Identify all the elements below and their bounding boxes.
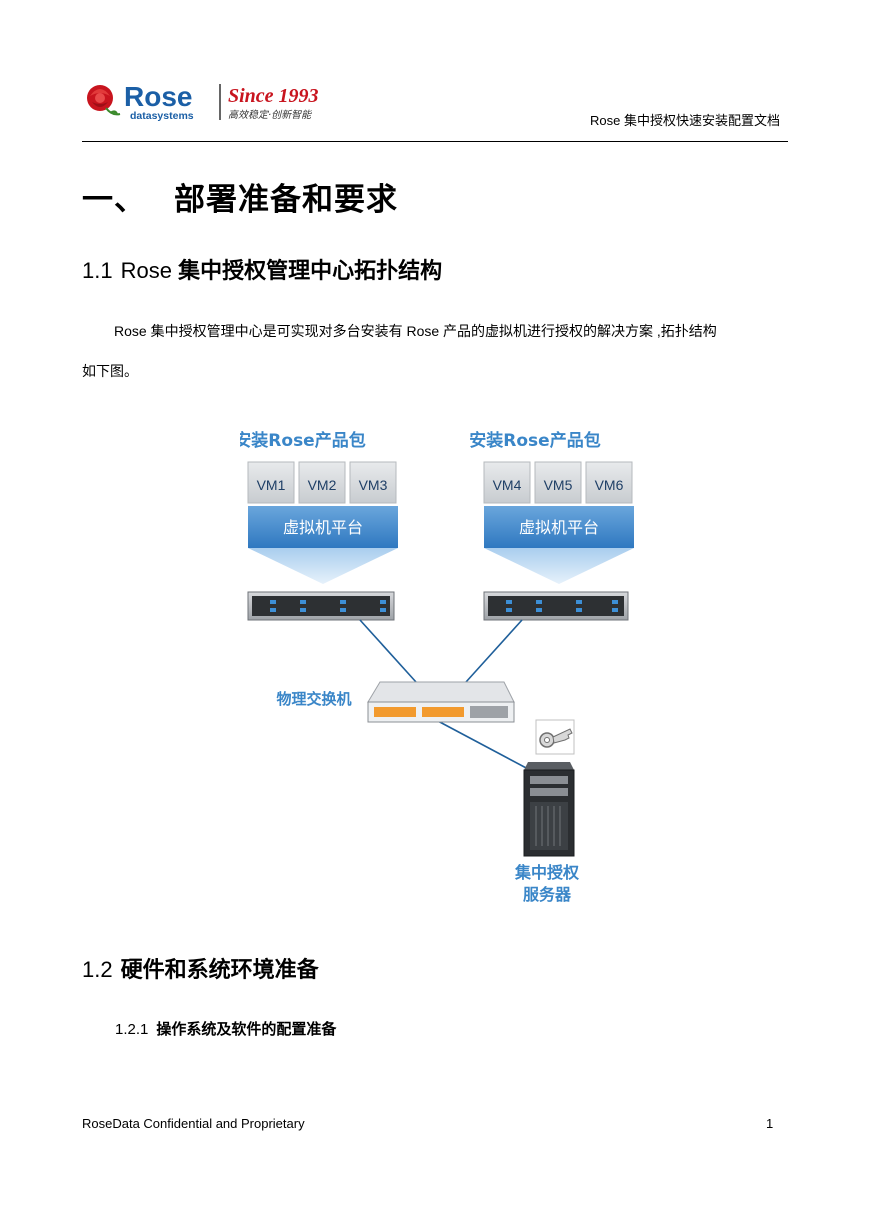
link-left-switch (359, 619, 417, 683)
vm2-box (298, 461, 346, 504)
license-key-icon (535, 719, 575, 755)
vm4-label: VM4 (493, 477, 522, 493)
right-vm-row: VM4 VM5 VM6 (483, 461, 633, 504)
left-platform-box (248, 506, 398, 548)
link-right-switch (465, 619, 523, 683)
section-1-2-1-number: 1.2.1 (115, 1021, 149, 1038)
topology-svg: 安装Rose产品包 VM1 VM2 VM3 虚拟机平台 安装Rose产品包 (234, 430, 634, 904)
vm3-box (349, 461, 397, 504)
left-vm-row: VM1 VM2 VM3 (247, 461, 397, 504)
since-text: Since 1993 (228, 85, 319, 107)
topology-diagram: 安装Rose产品包 VM1 VM2 VM3 虚拟机平台 安装Rose产品包 (234, 420, 660, 920)
right-platform-box (484, 506, 634, 548)
right-funnel (484, 548, 634, 584)
physical-switch (367, 681, 515, 723)
section-1-2-1-title: 操作系统及软件的配置准备 (156, 1021, 337, 1038)
rose-flower-icon (87, 85, 121, 116)
paragraph-line-2: 如下图。 (82, 363, 138, 379)
section-1-1-title-prefix: Rose (120, 258, 172, 283)
left-platform-label: 虚拟机平台 (283, 518, 363, 537)
section-1-number: 一、 (82, 182, 146, 217)
vm5-label: VM5 (544, 477, 573, 493)
left-rack-server (247, 591, 395, 621)
section-1-1-title: 集中授权管理中心拓扑结构 (178, 258, 443, 283)
section-1-2-heading: 1.2 硬件和系统环境准备 (82, 952, 319, 984)
section-1-2-number: 1.2 (82, 957, 113, 982)
right-platform-label: 虚拟机平台 (519, 518, 599, 537)
license-server (523, 762, 575, 857)
right-rack-server (483, 591, 629, 621)
header-rule (82, 141, 788, 142)
page-number: 1 (766, 1116, 774, 1131)
section-1-2-1-heading: 1.2.1 操作系统及软件的配置准备 (115, 1018, 336, 1039)
section-1-1-paragraph: Rose 集中授权管理中心是可实现对多台安装有 Rose 产品的虚拟机进行授权的… (82, 316, 788, 386)
server-label-line1: 集中授权 (514, 863, 580, 882)
vm6-label: VM6 (595, 477, 624, 493)
company-logo: Rose datasystems Since 1993 高效稳定·创新智能 (80, 78, 340, 124)
vm1-box (247, 461, 295, 504)
section-1-2-title: 硬件和系统环境准备 (120, 957, 319, 982)
vm6-box (585, 461, 633, 504)
vm5-box (534, 461, 582, 504)
section-1-1-number: 1.1 (82, 258, 113, 283)
vm4-box (483, 461, 531, 504)
brand-sub: datasystems (130, 110, 194, 122)
server-label-line2: 服务器 (523, 885, 572, 904)
slogan-text: 高效稳定·创新智能 (228, 109, 312, 121)
left-funnel (248, 548, 398, 584)
section-1-heading: 一、部署准备和要求 (82, 174, 398, 219)
section-1-1-heading: 1.1 Rose 集中授权管理中心拓扑结构 (82, 253, 442, 285)
link-switch-server (435, 719, 531, 771)
switch-label: 物理交换机 (276, 690, 351, 708)
section-1-title: 部署准备和要求 (174, 182, 398, 217)
vm3-label: VM3 (359, 477, 388, 493)
right-group-label: 安装Rose产品包 (469, 430, 600, 451)
left-group-label: 安装Rose产品包 (240, 430, 366, 451)
doc-title-header: Rose 集中授权快速安装配置文档 (590, 113, 780, 128)
rose-logo-graphic: Rose datasystems Since 1993 高效稳定·创新智能 (87, 81, 319, 122)
brand-rose: Rose (124, 81, 192, 112)
vm1-label: VM1 (257, 477, 286, 493)
paragraph-line-1: Rose 集中授权管理中心是可实现对多台安装有 Rose 产品的虚拟机进行授权的… (114, 323, 717, 339)
footer-confidential: RoseData Confidential and Proprietary (82, 1116, 305, 1131)
vm2-label: VM2 (308, 477, 337, 493)
